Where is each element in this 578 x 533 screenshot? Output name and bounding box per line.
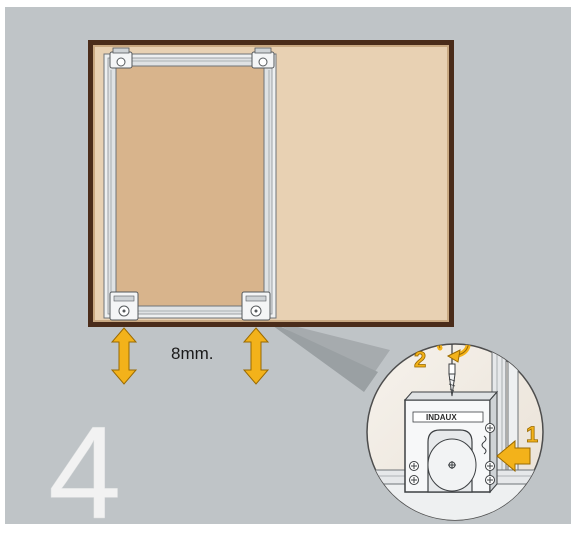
glass-door: [103, 53, 277, 319]
brand-label: INDAUX: [426, 413, 457, 422]
double-arrow-icon: [242, 327, 270, 385]
arrow-right-icon: [496, 439, 531, 473]
bottom-roller-left: [109, 291, 139, 321]
detail-zoom-circle: INDAUX: [366, 343, 544, 521]
step-number: 4: [48, 399, 121, 533]
screw-icon: [448, 344, 456, 397]
double-arrow-icon: [110, 327, 138, 385]
roller-detail: INDAUX: [403, 390, 499, 494]
callout-2: 2: [414, 347, 426, 372]
callout-1: 1: [526, 422, 538, 447]
top-guide-right: [251, 47, 275, 69]
rotate-arrow-icon: [436, 344, 471, 363]
bottom-roller-right: [241, 291, 271, 321]
zoom-cone: [255, 312, 390, 376]
gap-label: 8mm.: [171, 344, 214, 363]
top-guide-left: [109, 47, 133, 69]
